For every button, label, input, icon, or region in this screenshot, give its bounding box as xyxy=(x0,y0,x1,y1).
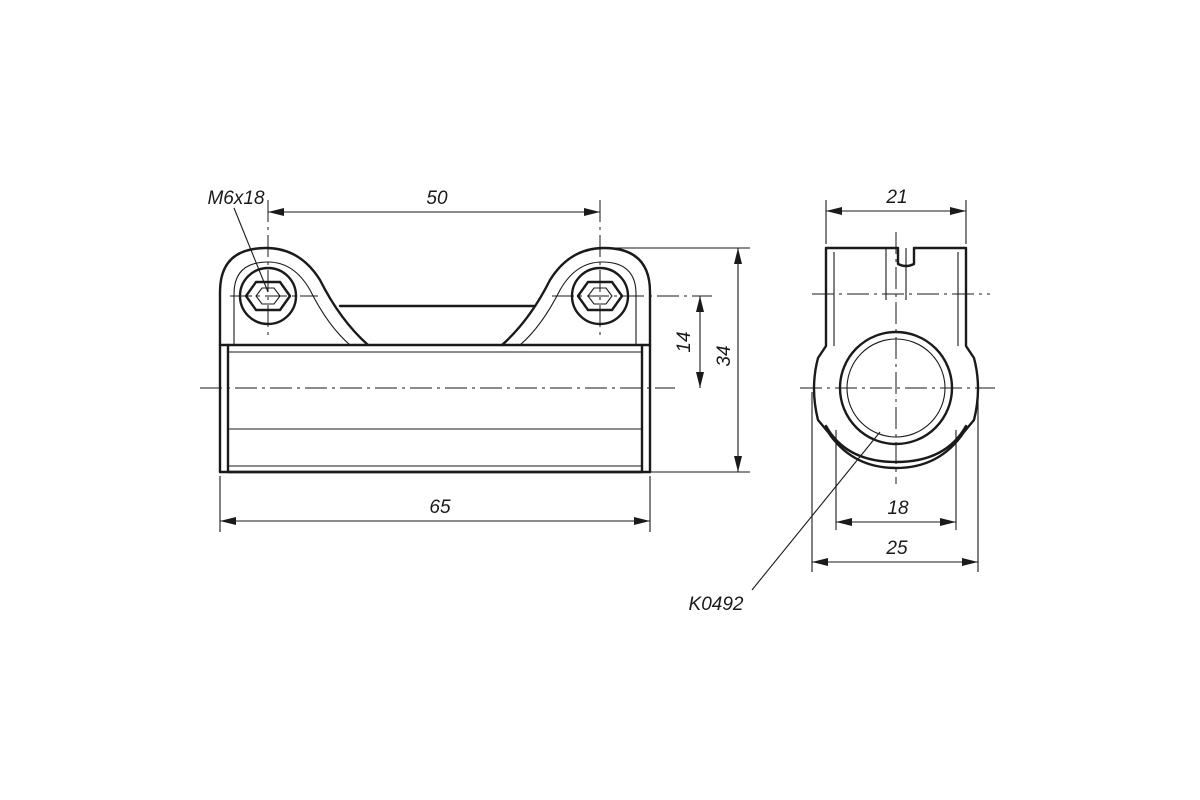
dimension-bolt-spacing: 50 xyxy=(268,188,600,216)
dimension-overall-height: 34 xyxy=(612,247,750,473)
end-view: 21 18 25 K0492 xyxy=(689,187,995,615)
dim-label-34: 34 xyxy=(714,345,735,366)
dim-label-50: 50 xyxy=(426,188,448,209)
dim-label-14: 14 xyxy=(674,331,695,352)
dimension-top-width: 21 xyxy=(825,187,967,244)
right-clamp-ear xyxy=(500,246,652,347)
dimension-overall-width: 25 xyxy=(811,392,979,572)
dim-label-25: 25 xyxy=(885,538,908,559)
screw-callout-label: M6x18 xyxy=(207,188,264,209)
clamp-body-outline xyxy=(812,246,980,470)
side-centerlines xyxy=(200,200,712,389)
part-number-label: K0492 xyxy=(689,594,744,615)
dim-label-18: 18 xyxy=(887,498,909,519)
dimension-center-height: 14 xyxy=(674,296,704,388)
dimension-overall-length: 65 xyxy=(219,476,651,532)
tube-body xyxy=(218,343,652,474)
dim-label-21: 21 xyxy=(885,187,907,208)
dim-label-65: 65 xyxy=(429,497,451,518)
part-number-leader: K0492 xyxy=(689,431,881,615)
screw-callout: M6x18 xyxy=(207,188,269,293)
left-clamp-ear xyxy=(218,246,536,347)
dimension-bore: 18 xyxy=(835,430,957,530)
side-view: 50 M6x18 65 14 xyxy=(200,188,750,532)
end-centerlines xyxy=(800,232,995,484)
